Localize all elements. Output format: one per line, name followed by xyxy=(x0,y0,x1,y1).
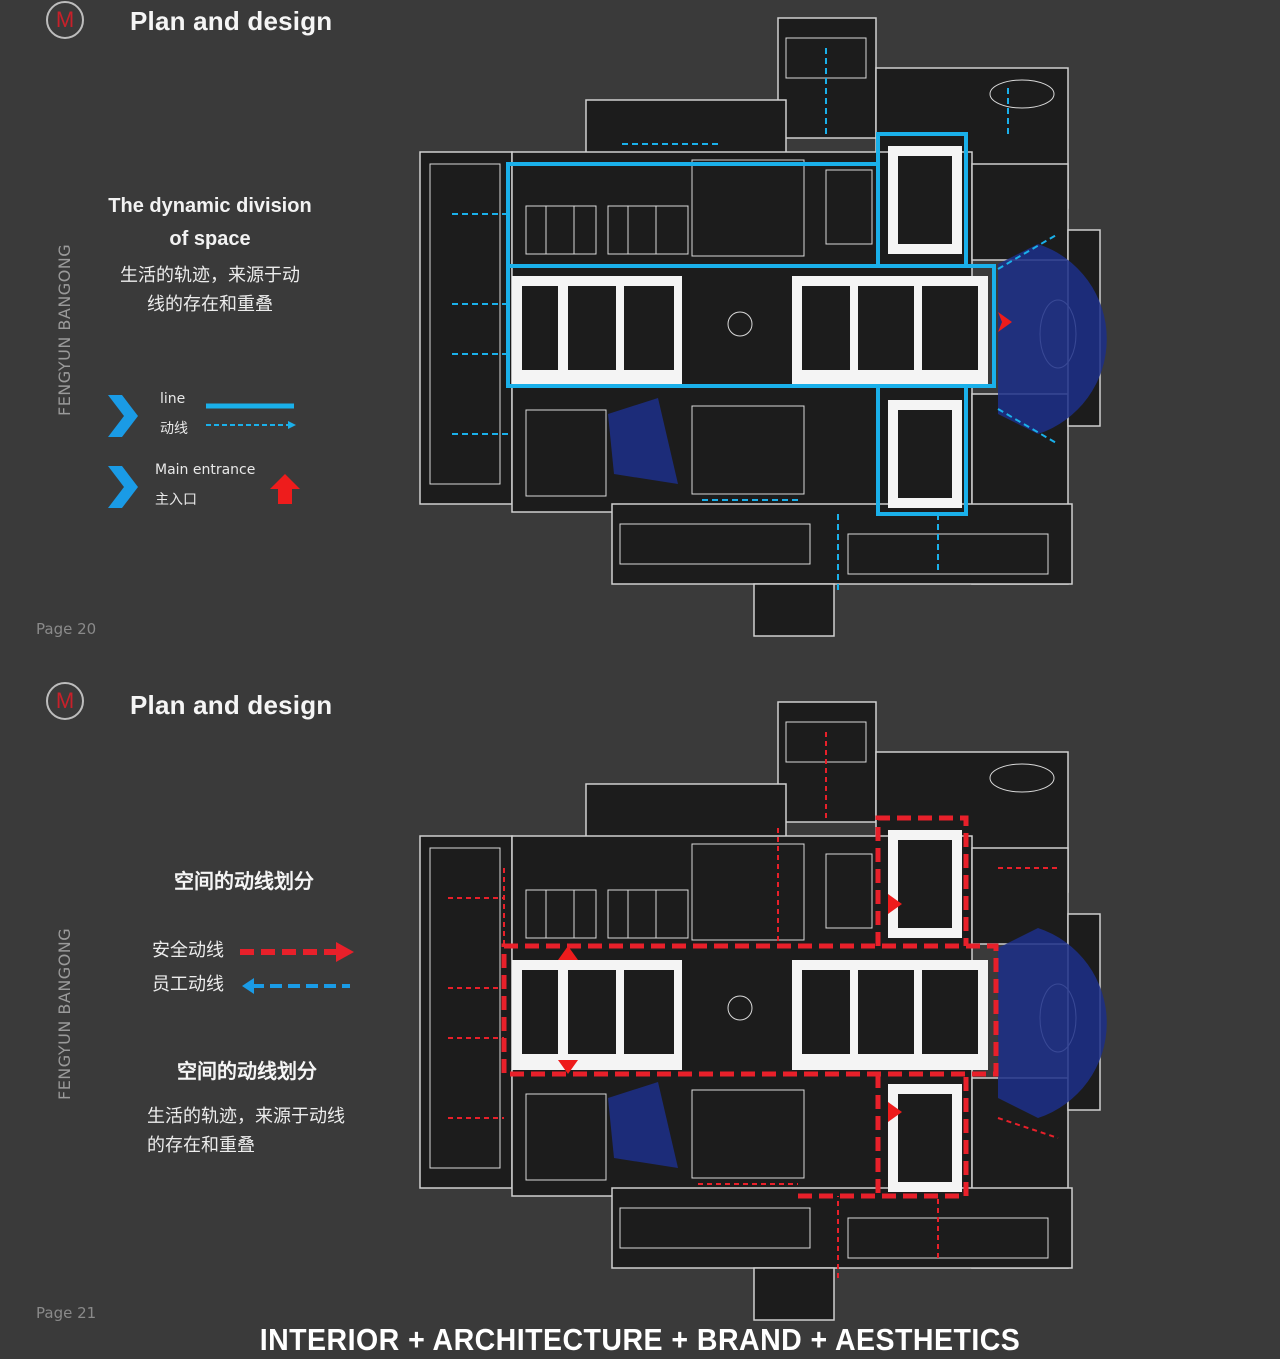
heading-en: The dynamic division of space xyxy=(90,190,330,256)
entrance-lobby xyxy=(998,928,1107,1118)
red-dashed-arrow-right-icon xyxy=(240,942,354,962)
chevron-right-icon xyxy=(108,466,138,508)
footer-tagline: INTERIOR + ARCHITECTURE + BRAND + AESTHE… xyxy=(259,1322,1021,1357)
floor-plan-red-flow xyxy=(419,701,1107,1321)
heading-zh-secondary: 空间的动线划分 xyxy=(177,1059,317,1083)
description-zh: 生活的轨迹，来源于动线 的存在和重叠 xyxy=(147,1102,345,1160)
description-line: 生活的轨迹，来源于动 xyxy=(120,265,300,286)
slide-page-21: M Plan and design FENGYUN BANGONG 空间的动线划… xyxy=(0,672,1280,1322)
legend-label-line: line xyxy=(160,391,186,407)
safety-flow-dashed xyxy=(501,815,999,1199)
safety-arrows xyxy=(558,894,902,1122)
flow-line-solid xyxy=(506,132,996,516)
legend-label-line-zh: 动线 xyxy=(160,421,188,437)
slide-title: Plan and design xyxy=(130,6,333,36)
slide-title: Plan and design xyxy=(130,690,333,720)
auditorium-seating xyxy=(608,1082,678,1168)
furniture xyxy=(429,721,1077,1259)
staff-flow-thin-dashed xyxy=(448,728,1059,1278)
legend-label-main-entrance-zh: 主入口 xyxy=(155,492,197,508)
red-up-arrow-icon xyxy=(270,474,300,504)
side-label: FENGYUN BANGONG xyxy=(55,243,74,416)
brand-logo: M xyxy=(46,1,84,39)
slide-page-20: M Plan and design FENGYUN BANGONG The dy… xyxy=(0,0,1280,660)
heading-zh: 空间的动线划分 xyxy=(174,869,314,893)
entrance-lobby xyxy=(998,244,1107,434)
description-line: 线的存在和重叠 xyxy=(147,294,273,315)
page-number: Page 20 xyxy=(36,620,97,638)
description-line: 的存在和重叠 xyxy=(147,1135,255,1156)
description-line: 生活的轨迹，来源于动线 xyxy=(147,1106,345,1127)
blue-dashed-arrow-left-icon xyxy=(242,978,350,994)
chevron-right-icon xyxy=(108,395,138,437)
legend-flow-line-symbol xyxy=(206,403,296,429)
legend-label-staff-flow: 员工动线 xyxy=(152,974,224,995)
brand-logo: M xyxy=(46,682,84,720)
flow-line-dashed xyxy=(448,44,1059,594)
floor-plan-blue-flow xyxy=(419,17,1107,637)
main-entrance-arrow-icon xyxy=(998,312,1012,332)
page-number: Page 21 xyxy=(36,1304,97,1322)
logo-letter: M xyxy=(55,7,75,32)
side-label: FENGYUN BANGONG xyxy=(55,927,74,1100)
description-zh: 生活的轨迹，来源于动 线的存在和重叠 xyxy=(90,261,330,319)
logo-letter: M xyxy=(55,688,75,713)
legend-label-safety-flow: 安全动线 xyxy=(152,940,224,961)
legend-label-main-entrance: Main entrance xyxy=(155,462,256,478)
heading-line: The dynamic division xyxy=(108,195,312,217)
auditorium-seating xyxy=(608,398,678,484)
heading-line: of space xyxy=(169,228,251,250)
